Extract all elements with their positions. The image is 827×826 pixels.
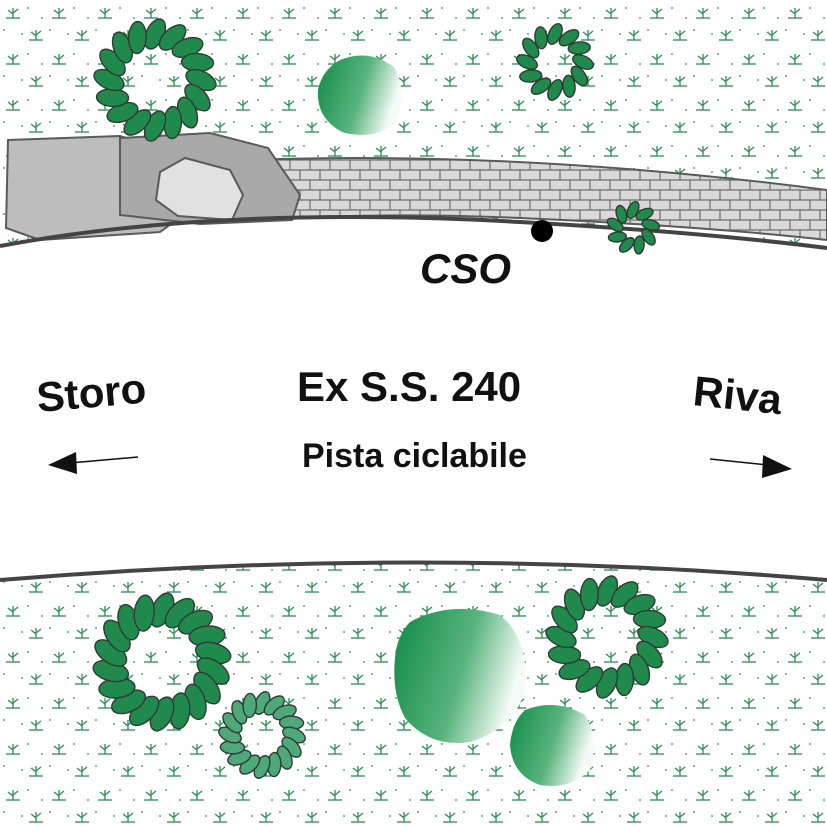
east-destination-label: Riva — [691, 367, 785, 423]
leaf — [570, 65, 588, 87]
leaf — [567, 41, 591, 55]
leaf — [633, 235, 645, 255]
leaf — [626, 200, 640, 220]
rock-group — [4, 131, 302, 242]
leaf — [133, 594, 155, 632]
west-destination-label: Storo — [35, 365, 148, 421]
tree-ring-top-center — [516, 23, 594, 101]
leaf — [615, 204, 628, 224]
leaf — [618, 236, 635, 253]
shrub-bottom-large — [394, 608, 526, 743]
cso-label: CSO — [420, 245, 511, 292]
leaf — [635, 207, 654, 221]
leaf — [547, 23, 563, 45]
tree-ring-bottom-left — [92, 592, 232, 732]
tree-ring-bottom-right — [545, 575, 669, 699]
arrow-left-icon — [48, 452, 139, 474]
cso-point-icon — [531, 220, 553, 242]
bike-path-label: Pista ciclabile — [302, 437, 527, 475]
leaf — [579, 577, 599, 612]
leaf — [607, 231, 628, 243]
road-edge-north — [0, 215, 827, 250]
tree-ring-wall — [606, 200, 661, 255]
tree-ring-bottom-small — [218, 691, 306, 779]
rock-small — [154, 156, 245, 222]
leaf — [641, 218, 661, 231]
tree-ring-top-left — [93, 18, 217, 142]
leaf — [522, 37, 540, 59]
road-surface — [0, 217, 827, 582]
leaf — [558, 29, 580, 47]
road-edge-south — [0, 560, 827, 582]
tree-rings — [92, 18, 669, 779]
leaf — [547, 79, 563, 101]
leaf — [516, 54, 538, 70]
leaf — [534, 26, 548, 50]
leaf — [530, 77, 552, 95]
leaf — [562, 74, 576, 98]
road-name-label: Ex S.S. 240 — [297, 363, 521, 410]
arrow-right-icon — [709, 455, 792, 478]
leaf — [641, 228, 656, 246]
shrub-top-solid — [317, 55, 402, 135]
leaf — [127, 20, 147, 55]
shrub-bottom-small — [510, 705, 594, 786]
leaf — [519, 69, 543, 83]
leaf — [242, 692, 258, 719]
leaf — [606, 217, 624, 233]
leaf — [572, 54, 594, 70]
